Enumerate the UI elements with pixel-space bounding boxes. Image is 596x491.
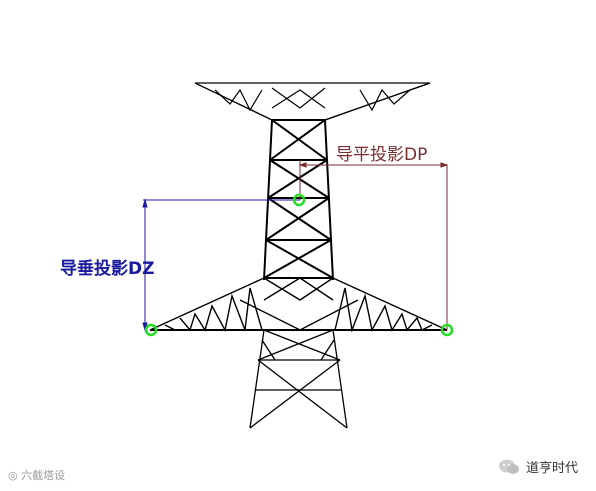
watermark-text: 六截塔设 bbox=[21, 469, 66, 482]
horizontal-projection-dimension bbox=[298, 160, 449, 330]
watermark: ◎ 六截塔设 bbox=[8, 467, 65, 483]
attach-point-left bbox=[144, 323, 158, 337]
top-crossarm bbox=[194, 82, 431, 121]
wechat-bubble-icon bbox=[498, 459, 519, 474]
vertical-projection-dimension bbox=[142, 198, 300, 332]
tower-lower-body bbox=[249, 329, 348, 429]
horizontal-projection-label: 导平投影DP bbox=[336, 145, 428, 165]
tower-upper-body bbox=[263, 119, 334, 281]
attach-point-right bbox=[440, 323, 454, 337]
brand-mark: 道亨时代 bbox=[498, 457, 578, 476]
attach-point-upper bbox=[292, 193, 306, 207]
brand-name: 道亨时代 bbox=[525, 461, 578, 476]
lower-crossarm bbox=[149, 277, 448, 333]
logo-watermark-icon: ◎ bbox=[8, 469, 22, 482]
vertical-projection-label: 导垂投影DZ bbox=[60, 259, 155, 279]
